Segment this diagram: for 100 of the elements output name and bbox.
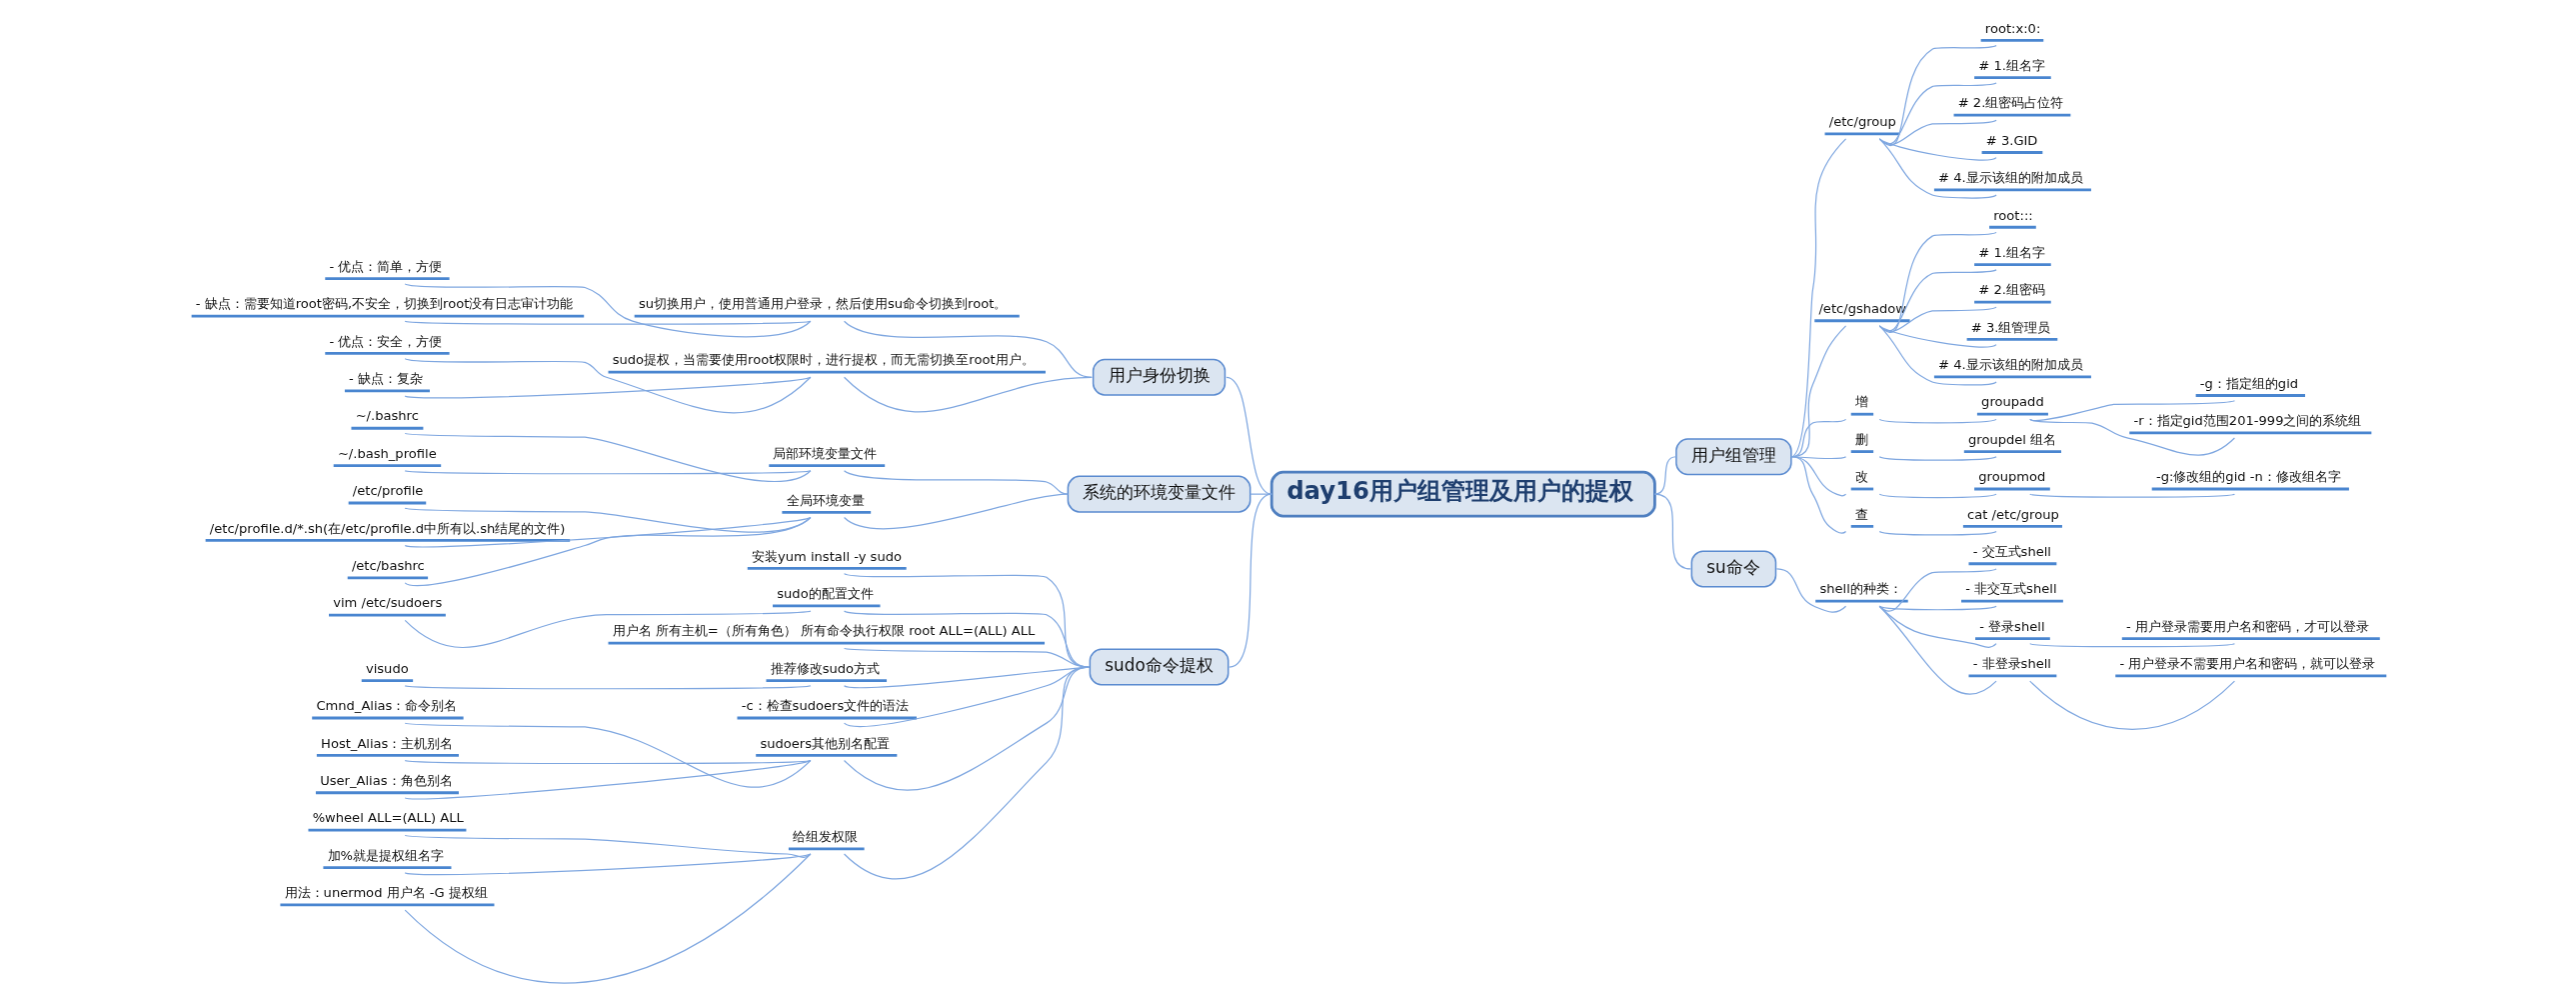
node-text: # 3.GID: [1985, 132, 2037, 148]
connector: [1878, 325, 1997, 386]
connector: [404, 516, 811, 548]
node-text: # 4.显示该组的附加成员: [1937, 170, 2083, 186]
connector: [404, 470, 811, 475]
connector: [404, 853, 811, 876]
connector: [1878, 138, 1997, 199]
node-text: -g:修改组的gid -n：修改组名字: [2155, 469, 2341, 485]
connector: [1878, 605, 1997, 648]
node-text: vim /etc/sudoers: [332, 595, 442, 611]
connector: [1878, 568, 1997, 612]
node-text: /etc/profile: [352, 483, 423, 499]
node-text: visudo: [365, 660, 409, 676]
node-text: -g：指定组的gid: [2199, 375, 2298, 391]
node-text: User_Alias：角色别名: [319, 773, 453, 789]
connector: [843, 320, 1093, 378]
node-text: /etc/gshadow: [1817, 300, 1906, 316]
node-text: -r：指定gid范围201-999之间的系统组: [2132, 413, 2361, 429]
node-text: Cmnd_Alias：命令别名: [315, 698, 457, 714]
node-text: - 用户登录需要用户名和密码，才可以登录: [2125, 618, 2369, 634]
connector: [404, 283, 811, 338]
node-text: - 缺点：复杂: [348, 371, 423, 387]
connector: [1775, 568, 1846, 613]
node-text: /etc/group: [1828, 114, 1896, 130]
connector: [2028, 643, 2235, 648]
connector: [404, 376, 811, 399]
node-text: - 缺点：需要知道root密码,不安全，切换到root没有日志审计功能: [195, 296, 573, 312]
connector: [404, 516, 811, 587]
node-text: # 2.组密码: [1977, 282, 2045, 298]
node-text: # 3.组管理员: [1970, 319, 2050, 335]
connector: [1878, 493, 1997, 499]
connector: [404, 759, 811, 765]
node-text: ~/.bashrc: [355, 408, 419, 424]
connector: [1878, 605, 1997, 695]
connector: [2028, 418, 2235, 456]
connector: [2028, 680, 2235, 730]
node-text: root:x:0:: [1984, 20, 2040, 36]
node-text: 推荐修改sudo方式: [770, 660, 880, 676]
node-text: - 用户登录不需要用户名和密码，就可以登录: [2118, 656, 2375, 672]
node-text: sudoers其他别名配置: [759, 735, 890, 751]
connector: [404, 357, 811, 414]
node-text: 局部环境变量文件: [772, 445, 877, 461]
node-text: 用户名 所有主机=（所有角色） 所有命令执行权限 root ALL=(ALL) ALL: [612, 623, 1035, 639]
node-text: - 优点：安全，方便: [328, 333, 442, 349]
connector: [1225, 376, 1273, 495]
connector: [1653, 493, 1691, 570]
node-text: groupdel 组名: [1967, 431, 2056, 447]
node-text: root:::: [1992, 207, 2033, 223]
connector: [1789, 456, 1846, 534]
connector: [843, 493, 1069, 530]
node-text: 用法：unermod 用户名 -G 提权组: [284, 885, 488, 901]
node-text: # 2.组密码占位符: [1957, 95, 2063, 111]
node-box: 用户身份切换: [1092, 358, 1226, 396]
connector: [1878, 456, 1997, 461]
connector: [843, 376, 1093, 413]
node-text: - 优点：简单，方便: [328, 258, 442, 274]
node-text: ~/.bash_profile: [337, 445, 437, 461]
node-text: Host_Alias：主机别名: [320, 735, 453, 751]
connector: [1878, 530, 1997, 536]
node-text: sudo的配置文件: [776, 586, 874, 602]
node-text: groupmod: [1977, 469, 2045, 485]
node-text: %wheel ALL=(ALL) ALL: [312, 810, 464, 826]
node-text: 增: [1854, 394, 1868, 410]
connector: [1249, 493, 1273, 495]
connector: [404, 722, 811, 788]
connector: [404, 759, 811, 800]
connector: [404, 853, 811, 984]
node-text: 给组发权限: [792, 829, 858, 845]
node-text: 加%就是提权组名字: [327, 847, 444, 863]
connector: [1878, 605, 1997, 611]
connector: [1228, 493, 1273, 668]
connector: [404, 432, 811, 482]
node-text: - 非交互式shell: [1964, 581, 2057, 597]
node-text: - 登录shell: [1978, 618, 2045, 634]
node-text: 改: [1854, 469, 1868, 485]
node-text: 安装yum install -y sudo: [751, 548, 902, 564]
connector: [843, 470, 1069, 495]
node-text: # 1.组名字: [1977, 244, 2045, 260]
node-box: 系统的环境变量文件: [1067, 475, 1251, 513]
connector: [404, 610, 811, 649]
node-text: 删: [1854, 431, 1868, 447]
node-box: sudo命令提权: [1089, 648, 1229, 686]
node-text: 查: [1854, 506, 1868, 522]
node-text: cat /etc/group: [1966, 506, 2059, 522]
node-text: shell的种类：: [1818, 581, 1902, 597]
node-text: /etc/profile.d/*.sh(在/etc/profile.d中所有以.sh结尾的文件): [209, 520, 565, 536]
node-text: /etc/bashrc: [351, 558, 425, 574]
connector: [404, 685, 811, 690]
connector: [843, 666, 1090, 880]
connector: [1878, 418, 1997, 424]
node-box: su命令: [1690, 550, 1776, 588]
node-text: - 交互式shell: [1972, 544, 2051, 560]
node-text: # 4.显示该组的附加成员: [1937, 357, 2083, 373]
node-text: 全局环境变量: [786, 492, 865, 508]
node-text: - 非登录shell: [1972, 656, 2051, 672]
connector: [2028, 493, 2235, 498]
connector: [404, 507, 811, 533]
connector: [2028, 400, 2235, 422]
node-text: sudo提权，当需要使用root权限时，进行提权，而无需切换至root用户。: [612, 352, 1035, 368]
node-text: groupadd: [1980, 394, 2044, 410]
